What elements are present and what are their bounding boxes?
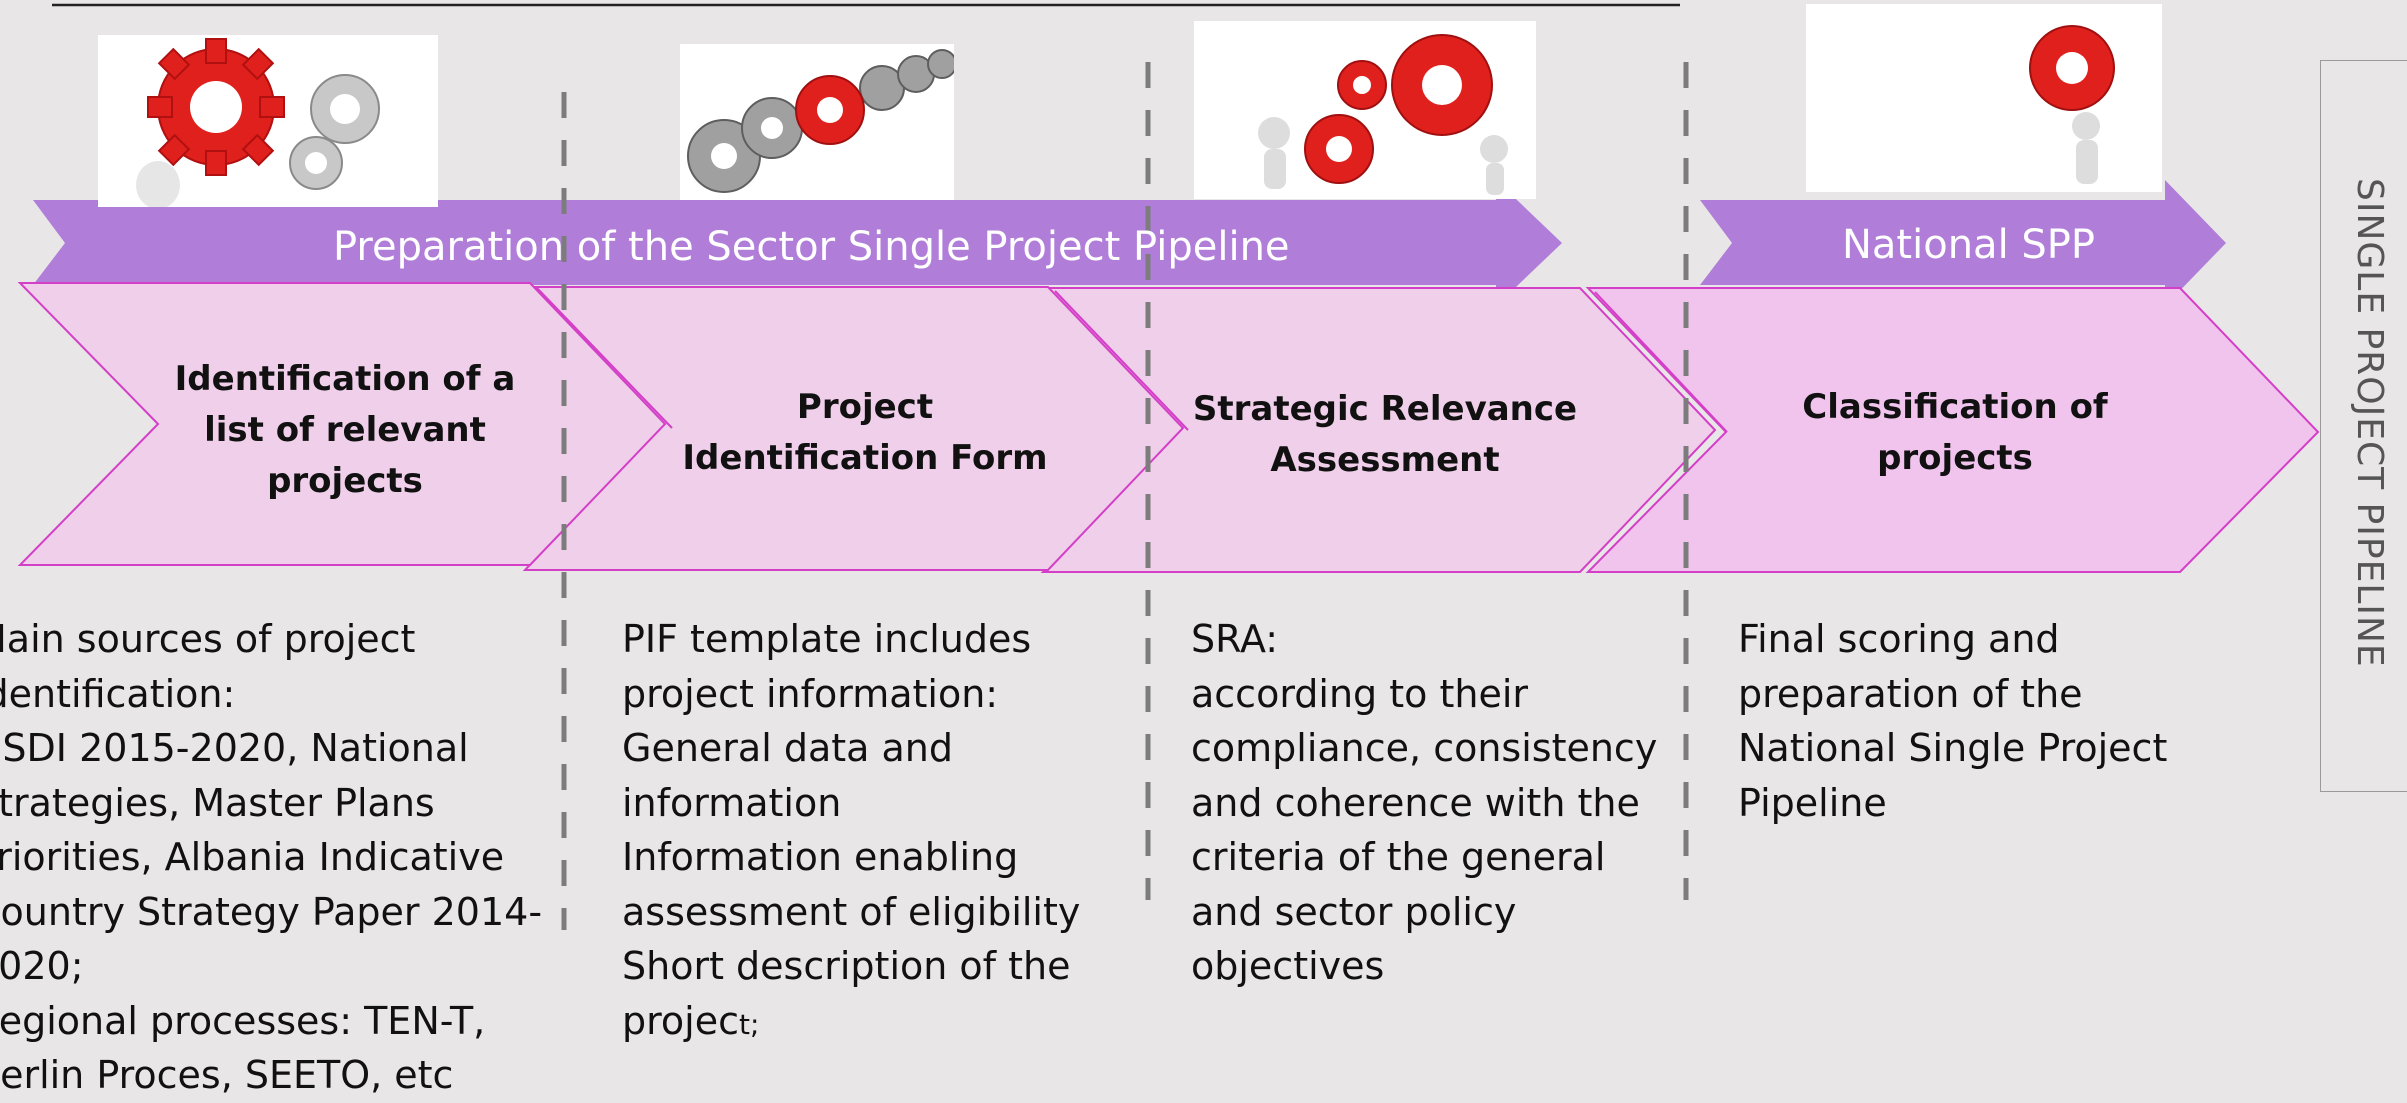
desc-3-line: and sector policy — [1191, 889, 1517, 934]
desc-1-line: Regional processes: TEN-T, — [0, 998, 486, 1043]
gears-team-icon — [1194, 21, 1536, 199]
desc-2-line: General data and — [622, 726, 953, 770]
desc-2-line: Information enabling — [622, 835, 1019, 879]
chevron-edge-3 — [1594, 291, 1728, 433]
desc-1-line: Priorities, Albania Indicative — [0, 835, 505, 879]
step-label-identification: Identification of a list of relevant pro… — [170, 350, 520, 510]
desc-3-line: SRA: — [1191, 617, 1279, 661]
desc-1-line: 2020; — [0, 944, 84, 988]
step-4-line-1: Classification of projects — [1802, 387, 2108, 478]
desc-2-last-main: projec — [622, 998, 739, 1043]
national-band-label: National SPP — [1842, 222, 2096, 268]
desc-3-line: compliance, consistency — [1191, 726, 1658, 770]
desc-3-line: objectives — [1191, 944, 1385, 988]
description-pif: PIF template includes project informatio… — [622, 612, 1080, 1048]
step-1-line-2: list of relevant — [204, 409, 486, 450]
main-band-arrow — [33, 180, 1562, 306]
desc-1-line: Main sources of project — [0, 617, 416, 661]
desc-2-last-line: project; — [622, 994, 1080, 1049]
gear-carrier-icon — [1806, 4, 2162, 192]
desc-4-line: Pipeline — [1738, 780, 1887, 825]
desc-3-line: according to their — [1191, 671, 1529, 716]
chevron-edge-1 — [535, 286, 673, 429]
chevron-edge-2 — [1054, 290, 1189, 431]
desc-1-line: Berlin Proces, SEETO, etc — [0, 1053, 454, 1097]
desc-4-line: preparation of the — [1738, 671, 2083, 716]
main-band-label: Preparation of the Sector Single Project… — [333, 224, 1290, 270]
step-2-line-1: Project — [796, 387, 934, 427]
desc-4-line: National Single Project — [1738, 726, 2168, 770]
desc-4-line: Final scoring and — [1738, 617, 2060, 661]
step-1-line-1: Identification of a — [174, 358, 516, 399]
step-1-line-3: projects — [267, 460, 423, 501]
gears-row-icon — [680, 44, 954, 200]
step-3-line-2: Assessment — [1270, 440, 1500, 480]
step-2-line-2: Identification Form — [682, 438, 1048, 478]
desc-2-line: Short description of the — [622, 944, 1071, 988]
description-identification: Main sources of project identification: … — [0, 612, 542, 1103]
desc-1-line: Country Strategy Paper 2014- — [0, 889, 543, 934]
desc-1-line: Strategies, Master Plans — [0, 780, 435, 825]
step-3-line-1: Strategic Relevance — [1192, 389, 1578, 429]
desc-3-line: and coherence with the — [1191, 780, 1640, 825]
desc-1-line: NSDI 2015-2020, National — [0, 726, 469, 770]
desc-2-line: assessment of eligibility — [622, 889, 1081, 934]
national-band-arrow — [1700, 180, 2226, 306]
description-classification: Final scoring and preparation of the Nat… — [1738, 612, 2167, 830]
step-label-pif: Project Identification Form — [670, 378, 1060, 488]
chevron-step-1 — [17, 282, 667, 566]
side-label-box — [2320, 60, 2407, 792]
desc-2-last-small: t; — [739, 1007, 760, 1041]
description-sra: SRA: according to their compliance, cons… — [1191, 612, 1657, 994]
side-label: SINGLE PROJECT PIPELINE — [2349, 178, 2390, 668]
step-label-classification: Classification of projects — [1730, 387, 2180, 478]
desc-1-line: identification: — [0, 671, 236, 716]
gears-figure-icon — [98, 35, 438, 207]
desc-2-line: PIF template includes — [622, 617, 1032, 661]
desc-2-line: information — [622, 780, 842, 825]
desc-3-line: criteria of the general — [1191, 835, 1606, 879]
step-label-sra: Strategic Relevance Assessment — [1190, 380, 1580, 490]
desc-2-line: project information: — [622, 671, 999, 716]
